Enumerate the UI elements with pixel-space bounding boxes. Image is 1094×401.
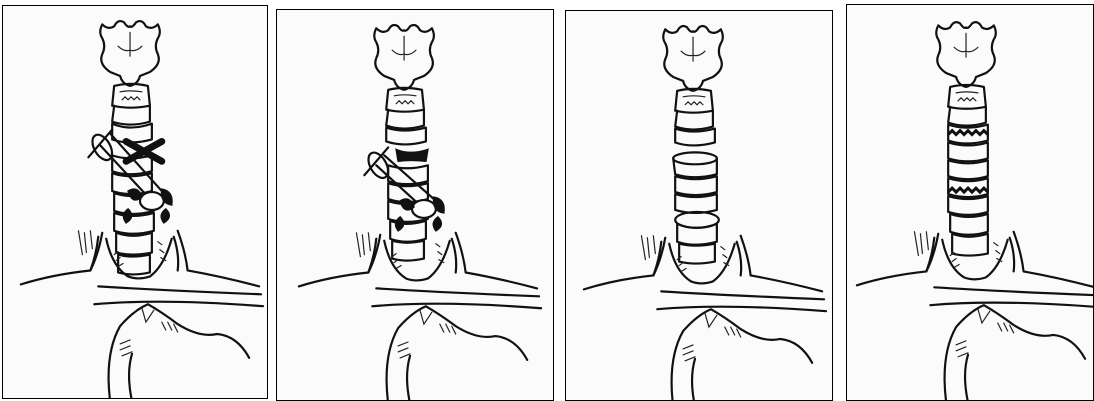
panel-1-drawing xyxy=(3,6,267,398)
panel-3 xyxy=(565,10,833,401)
panel-3-drawing xyxy=(566,11,832,400)
suture-line-lower xyxy=(948,188,988,192)
panel-4 xyxy=(846,4,1094,401)
panel-1 xyxy=(2,5,268,399)
suture-line-upper xyxy=(948,131,988,135)
trachea-rings xyxy=(386,110,428,261)
panel-4-drawing xyxy=(847,5,1093,400)
trachea-rings xyxy=(673,111,719,264)
panel-2-drawing xyxy=(277,10,553,400)
panel-2 xyxy=(276,9,554,401)
